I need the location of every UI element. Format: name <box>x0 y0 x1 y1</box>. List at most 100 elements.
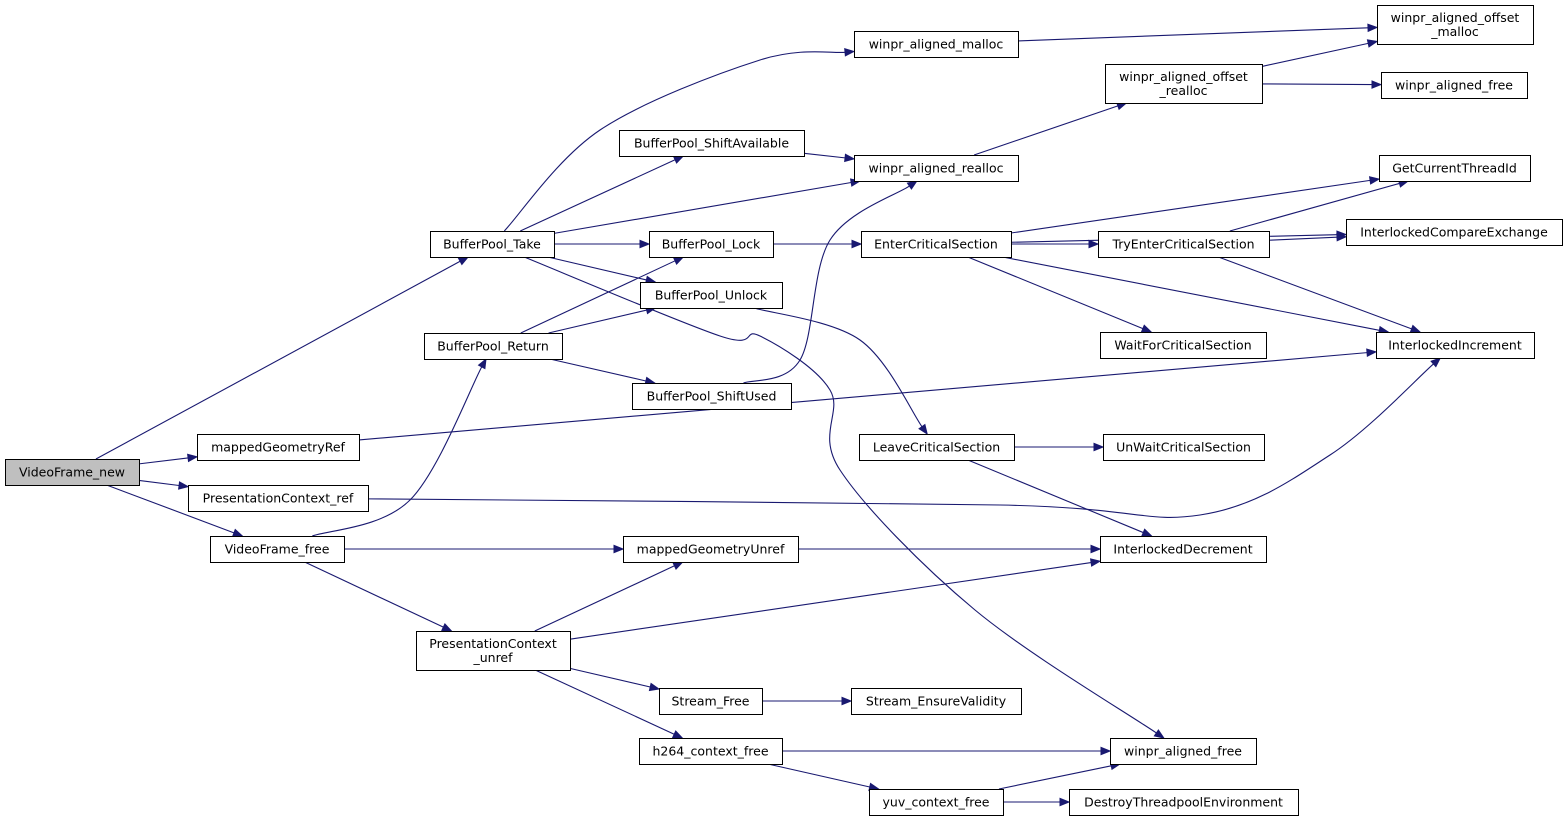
node-box <box>854 31 1019 58</box>
node-winpr-aligned-offset-malloc[interactable]: winpr_aligned_offset_malloc <box>1377 5 1534 45</box>
edge-line <box>743 185 910 384</box>
node-box <box>1100 332 1267 359</box>
node-box <box>649 231 774 258</box>
node-label: winpr_aligned_offset <box>1119 69 1248 84</box>
node-box <box>424 333 563 360</box>
node-unwaitcriticalsection[interactable]: UnWaitCriticalSection <box>1103 434 1265 461</box>
node-label: mappedGeometryRef <box>211 440 345 455</box>
node-label: yuv_context_free <box>883 795 990 810</box>
node-winpr-aligned-realloc[interactable]: winpr_aligned_realloc <box>854 155 1019 182</box>
node-bufferpool-lock[interactable]: BufferPool_Lock <box>649 231 774 258</box>
node-label: PresentationContext <box>429 636 557 651</box>
arrowhead <box>441 623 453 632</box>
node-label: BufferPool_ShiftAvailable <box>634 136 789 151</box>
node-bufferpool-shiftavailable[interactable]: BufferPool_ShiftAvailable <box>619 130 805 157</box>
edge-line <box>138 479 180 487</box>
node-interlockedcompareexchange[interactable]: InterlockedCompareExchange <box>1346 219 1563 246</box>
node-yuv-context-free[interactable]: yuv_context_free <box>869 789 1004 816</box>
node-bufferpool-return[interactable]: BufferPool_Return <box>424 333 563 360</box>
node-winpr-aligned-free-bottom[interactable]: winpr_aligned_free <box>1110 738 1257 765</box>
node-waitforcriticalsection[interactable]: WaitForCriticalSection <box>1100 332 1267 359</box>
node-box <box>1110 738 1257 765</box>
node-label: DestroyThreadpoolEnvironment <box>1084 795 1283 810</box>
node-label: VideoFrame_new <box>19 465 125 480</box>
edge-line <box>534 565 675 632</box>
edge-line <box>967 256 1144 330</box>
node-box <box>639 738 783 765</box>
arrowhead <box>1100 746 1112 756</box>
node-mappedgeometryref[interactable]: mappedGeometryRef <box>197 434 360 461</box>
node-videoframe-free[interactable]: VideoFrame_free <box>210 536 345 563</box>
edge-line <box>520 260 676 334</box>
node-presentationcontext-ref[interactable]: PresentationContext_ref <box>188 485 369 512</box>
edge-line <box>1268 236 1338 241</box>
edge-entercriticalsection-to-waitforcriticalsection <box>967 256 1153 333</box>
edge-line <box>520 159 676 232</box>
node-interlockeddecrement[interactable]: InterlockedDecrement <box>1100 536 1267 563</box>
node-label: GetCurrentThreadId <box>1392 161 1517 176</box>
node-box <box>197 434 360 461</box>
edge-line <box>553 181 852 234</box>
node-label: _unref <box>472 650 513 665</box>
edge-line <box>524 256 1157 734</box>
node-label: BufferPool_Lock <box>662 237 761 252</box>
node-label: UnWaitCriticalSection <box>1116 440 1251 455</box>
node-label: VideoFrame_free <box>225 542 330 557</box>
node-getcurrentthreadid[interactable]: GetCurrentThreadId <box>1379 155 1531 182</box>
arrowhead <box>844 153 856 163</box>
node-interlockedincrement[interactable]: InterlockedIncrement <box>1376 332 1535 359</box>
node-h264-context-free[interactable]: h264_context_free <box>639 738 783 765</box>
node-bufferpool-unlock[interactable]: BufferPool_Unlock <box>640 282 783 309</box>
edge-videoframe-free-to-bufferpool-return <box>312 357 487 537</box>
edge-videoframe-new-to-presentationcontext-ref <box>138 479 190 490</box>
edge-line <box>767 763 870 788</box>
edge-bufferpool-take-to-bufferpool-unlock <box>547 256 657 285</box>
arrowhead <box>1140 324 1153 333</box>
arrowhead <box>1088 239 1100 249</box>
arrowhead <box>1368 176 1381 185</box>
edge-line <box>547 256 647 281</box>
node-label: h264_context_free <box>652 744 768 759</box>
node-tryentercriticalsection[interactable]: TryEnterCriticalSection <box>1098 231 1270 258</box>
node-winpr-aligned-malloc[interactable]: winpr_aligned_malloc <box>854 31 1019 58</box>
edge-entercriticalsection-to-getcurrentthreadid <box>1010 176 1381 234</box>
node-label: PresentationContext_ref <box>203 491 354 506</box>
arrowhead <box>613 544 625 554</box>
node-leavecriticalsection[interactable]: LeaveCriticalSection <box>859 434 1015 461</box>
arrowhead <box>671 730 684 739</box>
node-label: BufferPool_ShiftUsed <box>647 389 777 404</box>
node-box <box>430 231 555 258</box>
node-label: BufferPool_Take <box>443 237 541 252</box>
arrowhead <box>1409 324 1422 333</box>
node-mappedgeometryunref[interactable]: mappedGeometryUnref <box>623 536 799 563</box>
call-graph-nodes: VideoFrame_new BufferPool_Take winpr_align… <box>5 5 1563 816</box>
node-videoframe-new[interactable]: VideoFrame_new <box>5 459 140 486</box>
node-winpr-aligned-free-top[interactable]: winpr_aligned_free <box>1381 72 1528 99</box>
edge-line <box>312 366 483 537</box>
node-stream-free[interactable]: Stream_Free <box>659 688 763 715</box>
node-stream-ensurevalidity[interactable]: Stream_EnsureValidity <box>851 688 1022 715</box>
edge-bufferpool-take-to-winpr-aligned-malloc <box>503 47 856 232</box>
edge-line <box>1218 256 1412 330</box>
edge-line <box>1017 27 1369 42</box>
node-entercriticalsection[interactable]: EnterCriticalSection <box>861 231 1012 258</box>
arrowhead <box>1093 442 1105 452</box>
node-destroythreadpoolenvironment[interactable]: DestroyThreadpoolEnvironment <box>1069 789 1299 816</box>
node-box <box>859 434 1015 461</box>
node-bufferpool-take[interactable]: BufferPool_Take <box>430 231 555 258</box>
node-bufferpool-shiftused[interactable]: BufferPool_ShiftUsed <box>632 383 792 410</box>
node-box <box>210 536 345 563</box>
edge-yuv-context-free-to-winpr-aligned-free-bottom <box>998 761 1122 790</box>
node-box <box>640 282 783 309</box>
node-presentationcontext-unref[interactable]: PresentationContext_unref <box>416 631 571 671</box>
edge-tryentercriticalsection-to-interlockedcompareexchange <box>1268 232 1348 242</box>
node-box <box>861 231 1012 258</box>
node-label: winpr_aligned_offset <box>1391 10 1520 25</box>
node-label: BufferPool_Return <box>437 339 549 354</box>
node-label: WaitForCriticalSection <box>1114 338 1251 353</box>
arrowhead <box>1141 528 1153 537</box>
node-box <box>619 130 805 157</box>
node-winpr-aligned-offset-realloc[interactable]: winpr_aligned_offset_realloc <box>1105 64 1263 104</box>
arrowhead <box>1366 39 1379 48</box>
arrowhead <box>178 481 190 490</box>
